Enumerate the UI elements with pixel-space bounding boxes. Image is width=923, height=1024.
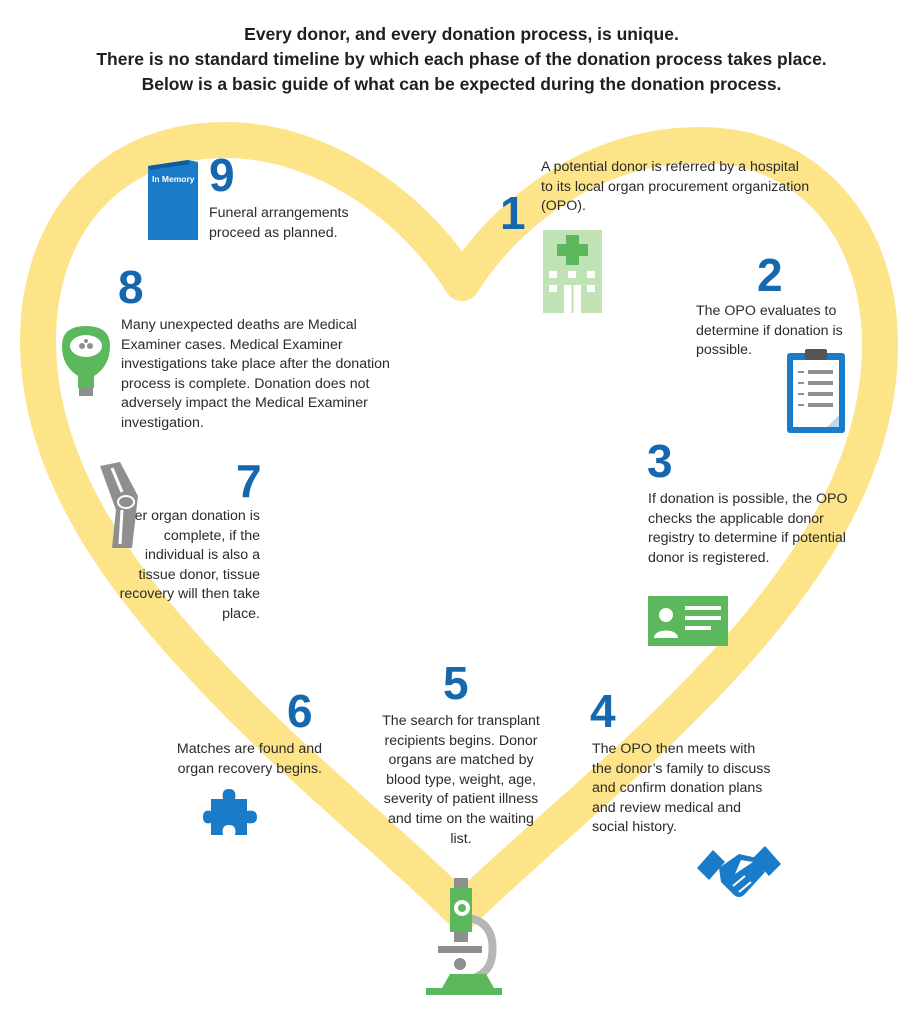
step-2-text: The OPO evaluates to determine if donati… [696,303,843,359]
step-5-number: 5 [443,657,469,709]
step-5-text: The search for transplant recipients beg… [382,713,540,847]
microscope-icon [420,876,505,996]
knee-xray-icon [98,462,144,548]
header-line-3: Below is a basic guide of what can be ex… [141,74,782,94]
step-7-text: After organ donation is complete, if the… [117,508,260,622]
step-3-number: 3 [647,435,673,487]
step-8-text: Many unexpected deaths are Medical Exami… [121,317,390,431]
step-1-number: 1 [500,187,526,239]
id-card-icon [648,596,728,646]
hospital-icon [540,225,605,315]
handshake-icon [695,838,783,906]
step-8-number: 8 [118,261,144,313]
step-7-number: 7 [236,455,262,507]
step-9-number: 9 [209,149,235,201]
step-2-number: 2 [757,249,783,301]
step-6-text: Matches are found and organ recovery beg… [176,741,322,777]
examiner-light-icon [60,326,112,396]
step-6-number: 6 [287,685,313,737]
step-3-text: If donation is possible, the OPO checks … [648,491,848,566]
header-text: Every donor, and every donation process,… [0,22,923,97]
memorial-book-icon: In Memory [146,160,200,242]
step-1-text: A potential donor is referred by a hospi… [541,159,810,215]
puzzle-icon [203,785,259,841]
book-label: In Memory [152,174,195,184]
step-4-text: The OPO then meets with the donor’s fami… [592,741,771,836]
clipboard-icon [786,348,846,434]
step-4-number: 4 [590,685,616,737]
header-line-2: There is no standard timeline by which e… [96,49,827,69]
step-9-text: Funeral arrangements proceed as planned. [209,205,349,241]
header-line-1: Every donor, and every donation process,… [244,24,679,44]
